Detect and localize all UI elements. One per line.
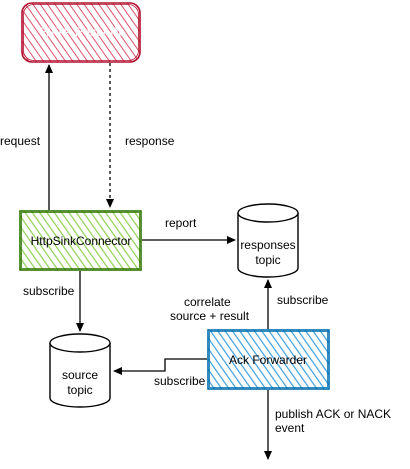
source-topic-cylinder: source topic <box>49 333 111 408</box>
subscribe-responses-label: subscribe <box>277 293 329 307</box>
ack-forwarder-node: Ack Forwarder <box>207 329 330 390</box>
publish-label-line1: publish ACK or NACK <box>275 407 391 421</box>
http-sink-connector-node: HttpSinkConnector <box>19 210 142 271</box>
correlate-label-line2: source + result <box>170 309 250 323</box>
source-topic-label-line2: topic <box>67 383 92 397</box>
http-sink-connector-label: HttpSinkConnector <box>31 234 132 248</box>
ack-forwarder-label: Ack Forwarder <box>229 353 307 367</box>
report-label: report <box>165 216 197 230</box>
responses-topic-label-line2: topic <box>255 253 280 267</box>
responses-topic-label-line1: responses <box>240 238 295 252</box>
response-label: response <box>125 134 175 148</box>
responses-topic-cylinder: responses topic <box>237 203 299 278</box>
http-rest-api-node: HTTP Rest API <box>21 2 141 63</box>
subscribe-source-arrow <box>113 358 207 375</box>
subscribe-connector-label: subscribe <box>23 284 75 298</box>
correlate-label-line1: correlate <box>184 295 231 309</box>
subscribe-source-label: subscribe <box>154 374 206 388</box>
request-label: request <box>0 134 41 148</box>
http-rest-api-label: HTTP Rest API <box>40 25 121 39</box>
source-topic-label-line1: source <box>62 368 98 382</box>
publish-label-line2: event <box>275 421 305 435</box>
